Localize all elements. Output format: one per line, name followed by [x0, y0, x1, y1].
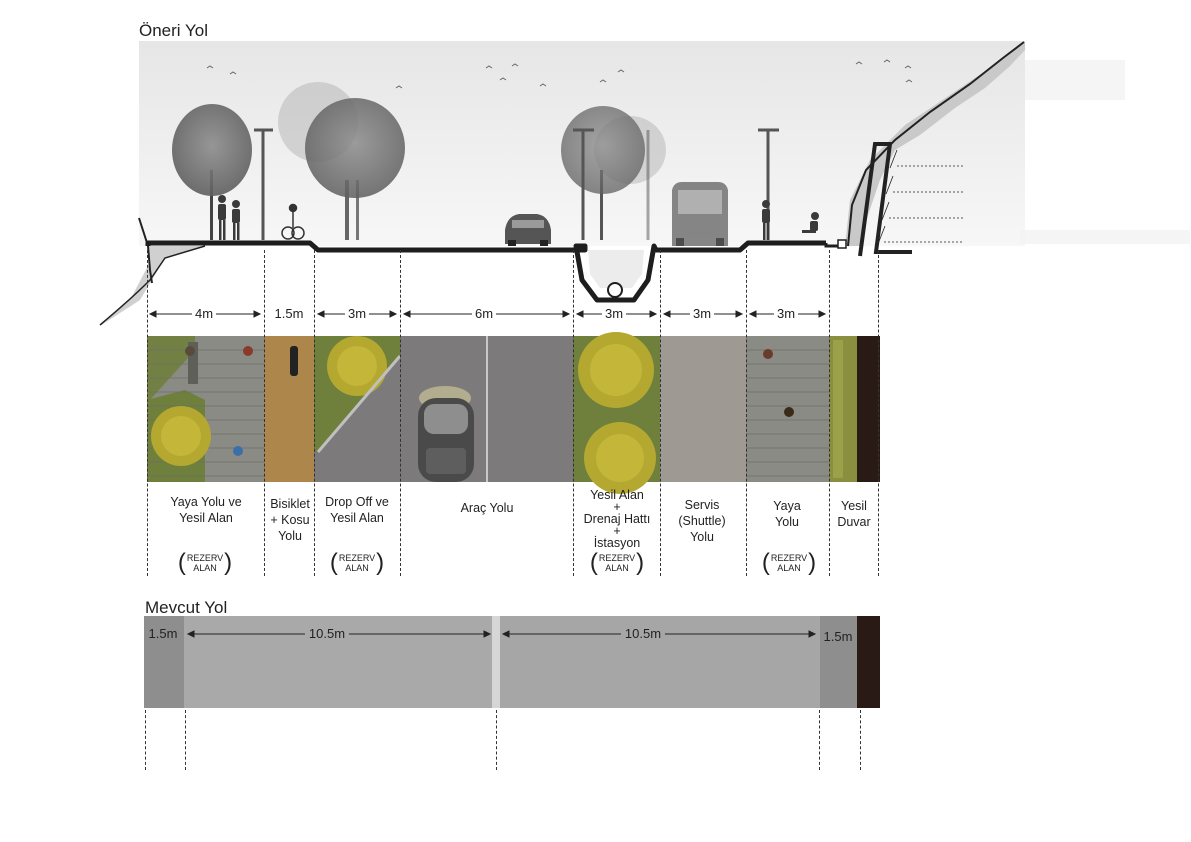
guide-line: [746, 250, 747, 576]
retaining-wall: [858, 142, 964, 257]
guide-line: [496, 710, 497, 770]
cyclist-icon: [281, 203, 305, 240]
existing-dimension-label: 1.5m: [823, 629, 853, 644]
tree-icon: [172, 104, 252, 240]
dimension-label: 6m: [471, 306, 497, 321]
zone-label-vehicle-road: Araç Yolu: [460, 501, 514, 515]
guide-line: [145, 710, 146, 770]
guide-line: [660, 250, 661, 576]
existing-dimension-label: 10.5m: [620, 626, 666, 641]
existing-dimension-label: 10.5m: [304, 626, 350, 641]
shuttle-bus-icon: [672, 182, 728, 246]
guide-line: [314, 250, 315, 576]
drainage-pipe-icon: [607, 282, 623, 298]
guide-line: [860, 710, 861, 770]
dimension-label: 1.5m: [271, 306, 307, 321]
plan-view-strip: [147, 332, 880, 494]
guide-line: [147, 250, 148, 576]
guide-line: [829, 250, 830, 576]
zone-label-shuttle-road: Servis(Shuttle)Yolu: [678, 498, 726, 544]
dimension-label: 3m: [773, 306, 799, 321]
dimension-label: 3m: [601, 306, 627, 321]
guide-line: [185, 710, 186, 770]
existing-road-title: Mevcut Yol: [145, 598, 228, 617]
guide-line: [878, 250, 879, 576]
existing-road-strip: [144, 616, 880, 708]
guide-line: [573, 250, 574, 576]
dimension-label: 4m: [191, 306, 217, 321]
dimension-label: 3m: [689, 306, 715, 321]
tree-icon: [305, 98, 405, 240]
dimension-label: 3m: [344, 306, 370, 321]
guide-line: [264, 250, 265, 576]
proposed-road-title: Öneri Yol: [139, 21, 208, 40]
guide-line: [400, 250, 401, 576]
pedestrian-icon: [218, 195, 819, 240]
ground-section-line: [145, 240, 826, 303]
guide-line: [819, 710, 820, 770]
drainage-channel: [588, 250, 644, 288]
birds-icon: [206, 59, 913, 89]
existing-dimension-label: 1.5m: [148, 626, 178, 641]
car-icon: [505, 214, 551, 246]
zone-label-green-drainage-station: Yesil Alan+Drenaj Hattı+İstasyon: [583, 488, 651, 550]
car-top-icon: [418, 386, 474, 482]
